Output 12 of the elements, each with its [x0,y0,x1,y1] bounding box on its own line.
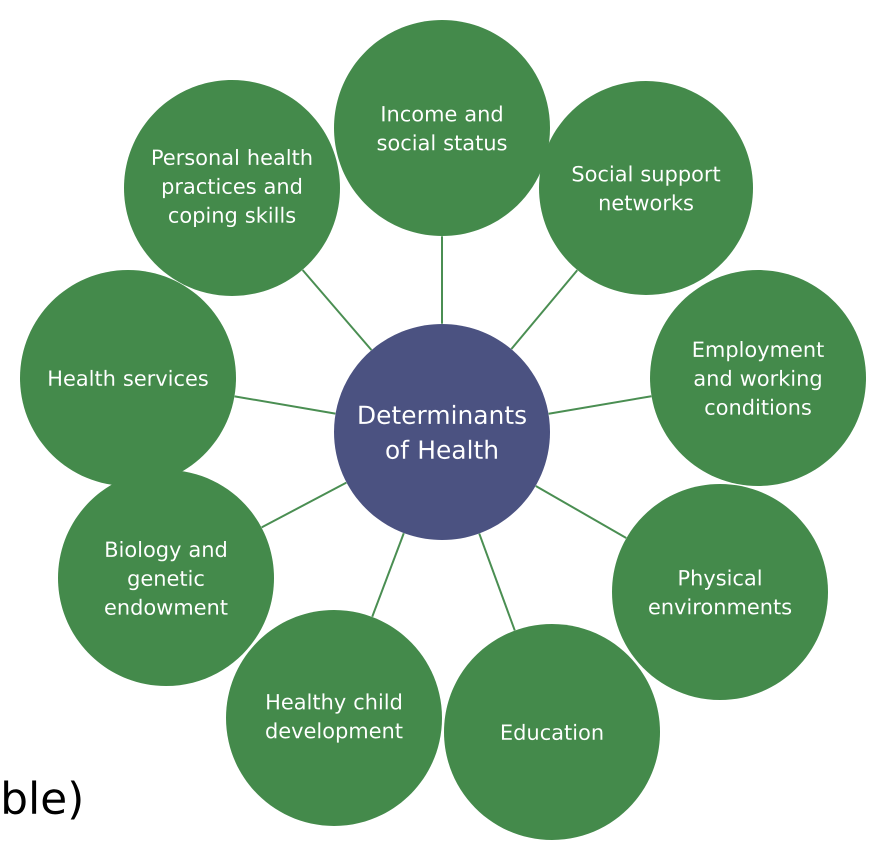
connector-line [478,533,516,631]
cut-off-text: ble) [4,780,80,820]
connector-line [234,395,336,415]
connector-line [261,482,347,528]
node-label: Biology and genetic endowment [105,541,228,615]
connector-line [535,485,627,539]
connector-line [302,269,372,351]
connector-line [371,532,405,618]
node-label: Health services [49,370,208,386]
connector-line [441,236,443,324]
connector-line [510,270,578,350]
connector-line [548,395,652,415]
